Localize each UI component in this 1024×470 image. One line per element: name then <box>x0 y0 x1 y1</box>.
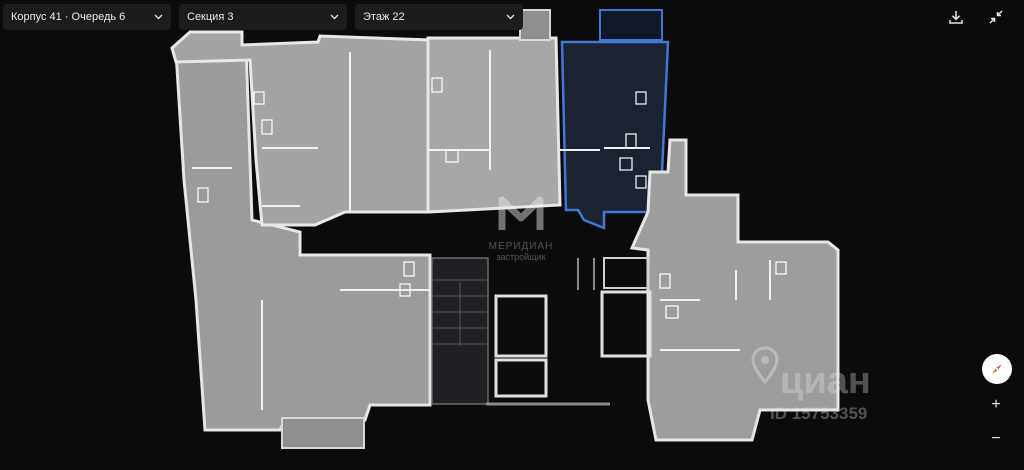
interior-walls <box>192 50 771 410</box>
watermark-cian-id: ID 15753359 <box>770 404 868 423</box>
balcony-top-middle <box>519 9 551 41</box>
stair-core <box>431 257 652 406</box>
apartment-left-upper[interactable] <box>170 30 432 227</box>
collapse-icon <box>989 10 1003 24</box>
apartment-middle[interactable] <box>426 36 562 214</box>
compass-button[interactable] <box>982 354 1012 384</box>
filter-bar: Корпус 41 · Очередь 6 Секция 3 Этаж 22 <box>3 4 523 30</box>
floor-select[interactable]: Этаж 22 <box>355 4 523 30</box>
map-pin-icon <box>751 346 779 385</box>
chevron-down-icon <box>329 12 339 22</box>
chevron-down-icon <box>153 12 163 22</box>
chevron-down-icon <box>505 12 515 22</box>
download-icon <box>949 11 963 24</box>
section-select-value: Секция 3 <box>187 11 234 23</box>
watermark-center-line2: застройщик <box>496 252 546 262</box>
download-button[interactable] <box>946 7 966 27</box>
building-select[interactable]: Корпус 41 · Очередь 6 <box>3 4 171 30</box>
compass-icon <box>992 364 1002 374</box>
building-select-value: Корпус 41 · Очередь 6 <box>11 11 126 23</box>
floor-select-value: Этаж 22 <box>363 11 405 23</box>
watermark-center-logo: МЕРИДИАН застройщик <box>476 190 566 262</box>
zoom-in-button[interactable]: + <box>991 396 1001 413</box>
watermark-center-line1: МЕРИДИАН <box>488 241 554 252</box>
meridian-logo-icon <box>498 196 544 230</box>
zoom-out-button[interactable]: − <box>991 430 1001 447</box>
collapse-button[interactable] <box>986 7 1006 27</box>
balcony-bottom <box>281 417 365 449</box>
section-select[interactable]: Секция 3 <box>179 4 347 30</box>
plumbing-fixtures <box>197 77 787 319</box>
watermark-cian-brand: циан <box>780 360 871 402</box>
apartment-selected[interactable] <box>560 9 670 230</box>
